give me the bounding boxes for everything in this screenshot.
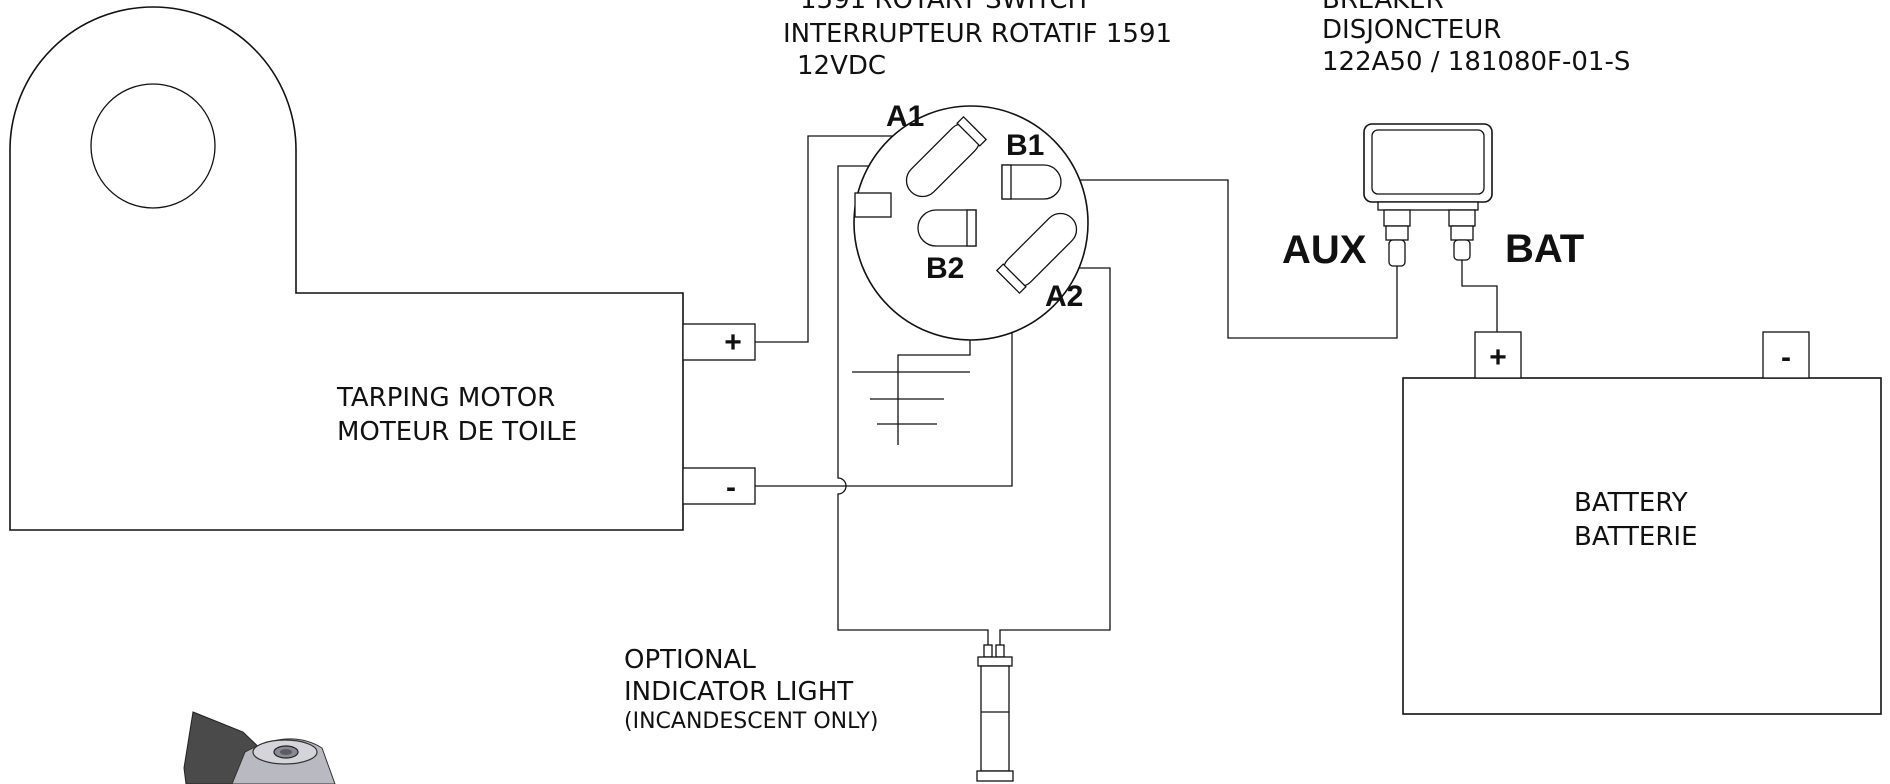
circuit-breaker: BREAKER DISJONCTEUR 122A50 / 181080F-01-…: [1282, 0, 1630, 272]
battery-plus-terminal: [1474, 331, 1522, 379]
switch-slot-a2: [995, 212, 1078, 295]
breaker-part-number: 122A50 / 181080F-01-S: [1322, 47, 1630, 77]
switch-slot-a1: [905, 115, 988, 198]
wires: [755, 135, 1498, 645]
tarping-motor: + - TARPING MOTOR MOTEUR DE TOILE: [9, 6, 756, 531]
breaker-title-fr: DISJONCTEUR: [1322, 15, 1501, 45]
light-title-1: OPTIONAL: [624, 645, 756, 675]
ground-icon: [852, 371, 970, 445]
breaker-aux-label: AUX: [1282, 228, 1367, 272]
motor-title-en: TARPING MOTOR: [336, 383, 555, 413]
switch-title-en: 1591 ROTARY SWITCH: [800, 0, 1087, 15]
battery-body: [1402, 377, 1882, 715]
motor-plus-terminal: [682, 323, 756, 361]
motor-mount-hole: [90, 83, 216, 209]
battery-plus-label: +: [1489, 341, 1507, 374]
switch-slot-b1: [1001, 164, 1062, 200]
motor-plus-label: +: [724, 326, 742, 359]
wire-light-right: [999, 267, 1111, 645]
indicator-light-base: [976, 770, 1014, 782]
battery-title-fr: BATTERIE: [1574, 522, 1698, 552]
breaker-bat-label: BAT: [1505, 227, 1584, 271]
switch-label: 1591 ROTARY SWITCH INTERRUPTEUR ROTATIF …: [783, 0, 1172, 81]
indicator-light: OPTIONAL INDICATOR LIGHT (INCANDESCENT O…: [624, 644, 1014, 782]
wire-light-left: [837, 165, 989, 645]
battery-minus-label: -: [1781, 341, 1791, 374]
indicator-light-body: [980, 665, 1010, 772]
motor-title-fr: MOTEUR DE TOILE: [337, 417, 577, 447]
breaker-aux-post: [1383, 209, 1411, 267]
light-note: (INCANDESCENT ONLY): [624, 709, 878, 734]
switch-slot-b2: [917, 209, 977, 247]
battery-minus-terminal: [1762, 331, 1810, 379]
switch-side-tab: [854, 192, 892, 218]
switch-title-fr: INTERRUPTEUR ROTATIF 1591: [783, 19, 1172, 49]
breaker-bat-post: [1448, 209, 1476, 261]
indicator-light-collar: [977, 656, 1013, 667]
motor-minus-label: -: [726, 471, 736, 504]
rotary-switch: A1 B1 B2 A2: [853, 100, 1089, 341]
switch-voltage: 12VDC: [797, 51, 886, 81]
motor-minus-terminal: [682, 467, 756, 505]
wire-bat-to-battery-plus: [1461, 255, 1498, 332]
wire-motor-plus-to-a1: [755, 135, 958, 343]
rotary-knob-image: [183, 711, 336, 784]
pin-b1-label: B1: [1006, 129, 1044, 162]
pin-b2-label: B2: [926, 252, 964, 285]
pin-a1-label: A1: [886, 100, 924, 133]
pin-a2-label: A2: [1045, 280, 1083, 313]
breaker-title-en: BREAKER: [1322, 0, 1444, 15]
battery: + - BATTERY BATTERIE: [1402, 331, 1882, 715]
battery-title-en: BATTERY: [1574, 488, 1688, 518]
light-title-2: INDICATOR LIGHT: [624, 677, 853, 707]
wire-b1-to-aux: [1062, 179, 1398, 339]
